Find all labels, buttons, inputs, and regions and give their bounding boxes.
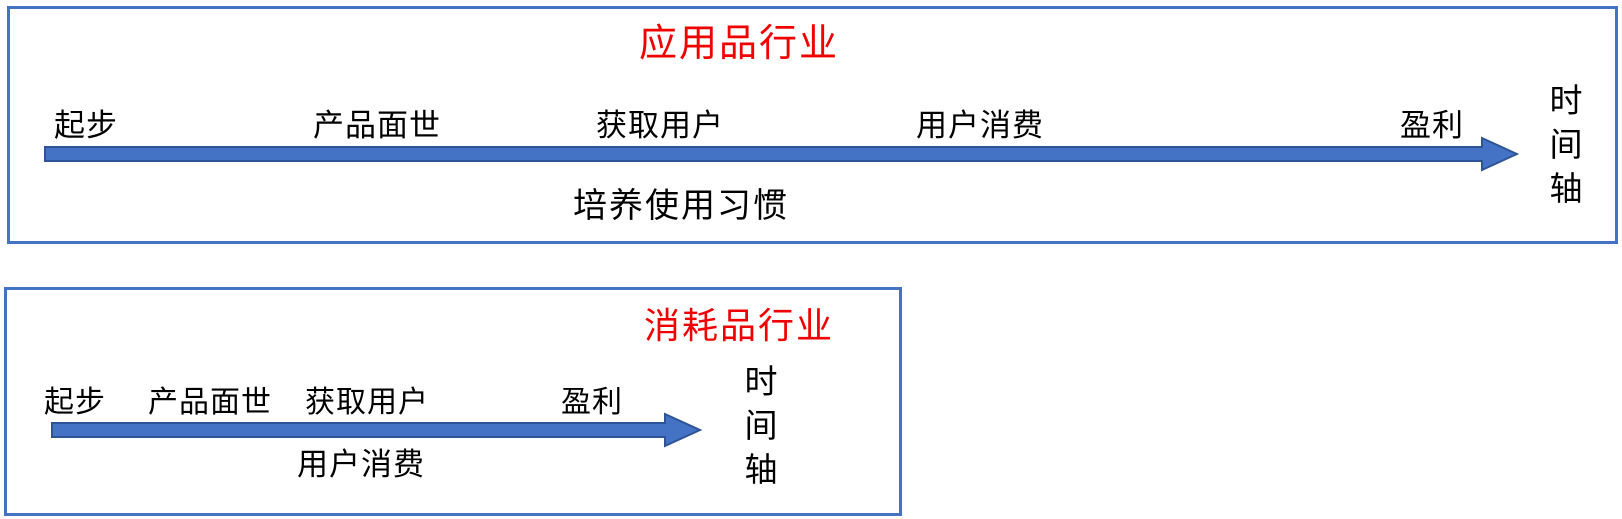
panel-application-industry <box>7 6 1618 244</box>
timeline-arrow <box>51 412 703 448</box>
milestone-label-start: 起步 <box>54 108 118 143</box>
milestone-label-user-consumption: 用户消费 <box>916 108 1044 143</box>
panel-consumable-industry <box>4 287 902 516</box>
panel-title-application-industry: 应用品行业 <box>638 23 840 65</box>
below-arrow-label-cultivate-habits: 培养使用习惯 <box>573 187 789 225</box>
milestone-label-profit: 盈利 <box>1400 108 1464 143</box>
below-arrow-label-user-consumption: 用户消费 <box>297 447 425 482</box>
time-axis-label: 时间轴 <box>1545 83 1582 215</box>
timeline-arrow <box>44 136 1519 172</box>
time-axis-label: 时间轴 <box>740 364 777 496</box>
milestone-label-acquire-users: 获取用户 <box>305 386 429 419</box>
milestone-label-acquire-users: 获取用户 <box>596 108 724 143</box>
panel-title-consumable-industry: 消耗品行业 <box>643 305 835 346</box>
milestone-label-profit: 盈利 <box>561 386 623 419</box>
milestone-label-start: 起步 <box>44 386 106 419</box>
milestone-label-product-launch: 产品面世 <box>148 386 272 419</box>
milestone-label-product-launch: 产品面世 <box>313 108 441 143</box>
